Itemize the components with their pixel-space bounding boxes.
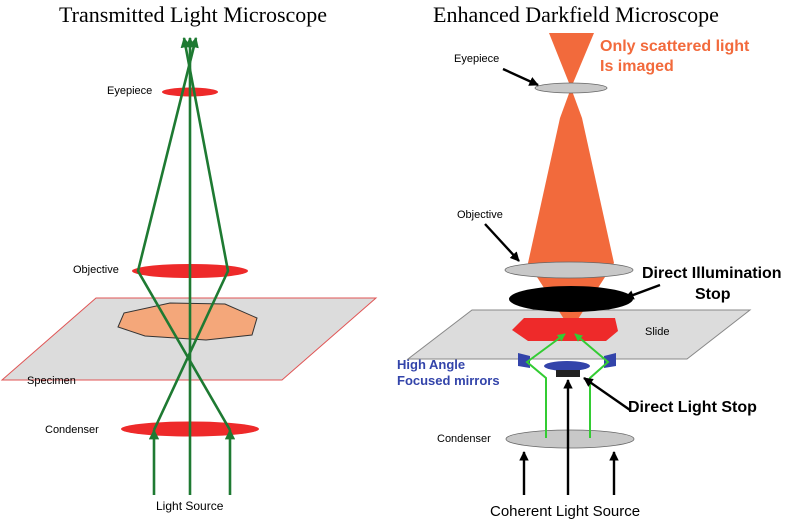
scattered-light-cones: [528, 33, 614, 330]
right-condenser-label: Condenser: [437, 433, 491, 445]
slide-label: Slide: [645, 326, 670, 338]
specimen-blob: [117, 302, 258, 341]
scattered-light-label-line2: Is imaged: [600, 58, 674, 75]
eyepiece-callout-arrow: [502, 67, 539, 87]
left-objective-label: Objective: [73, 264, 119, 276]
green-ray-left: [525, 333, 566, 438]
scattered-light-label-line1: Only scattered light: [600, 38, 750, 55]
mirror-center-lens: [544, 361, 590, 371]
mirror-left: [518, 353, 530, 368]
illumination-stop-callout-arrow: [624, 283, 661, 300]
callout-arrows: [484, 67, 661, 411]
mirror-right: [604, 353, 616, 368]
direct-light-stop-block: [556, 370, 580, 377]
specimen-label: Specimen: [27, 375, 76, 387]
direct-light-stop-label: Direct Light Stop: [628, 399, 757, 416]
light-stop-callout-arrow: [583, 377, 631, 411]
right-specimen: [512, 318, 618, 341]
left-light-rays: [136, 36, 236, 495]
right-objective-lens: [504, 261, 634, 279]
left-microscope: [0, 36, 378, 495]
direct-illumination-label-line2: Stop: [695, 286, 731, 303]
green-ray-right: [574, 333, 610, 438]
coherent-source-arrows: [519, 379, 619, 495]
mirrors-label-line1: High Angle: [397, 357, 466, 372]
darkfield-illumination-rays: [525, 333, 610, 438]
ray-left-path: [152, 36, 230, 431]
coherent-light-source-label: Coherent Light Source: [490, 503, 641, 520]
right-objective-label: Objective: [457, 209, 503, 221]
direct-illumination-stop-disk: [509, 286, 633, 312]
mirrors-label-line2: Focused mirrors: [397, 373, 500, 388]
left-eyepiece-label: Eyepiece: [107, 85, 153, 97]
right-condenser-lens: [505, 429, 635, 449]
objective-callout-arrow: [484, 223, 520, 262]
left-condenser-label: Condenser: [45, 424, 99, 436]
right-eyepiece-label: Eyepiece: [454, 53, 500, 65]
right-title: Enhanced Darkfield Microscope: [433, 2, 719, 27]
direct-illumination-label-line1: Direct Illumination: [642, 265, 782, 282]
right-microscope: [406, 33, 752, 495]
ray-right-path: [136, 36, 232, 431]
light-source-label: Light Source: [156, 499, 224, 513]
left-title: Transmitted Light Microscope: [59, 2, 328, 27]
right-eyepiece-lens: [534, 82, 608, 94]
